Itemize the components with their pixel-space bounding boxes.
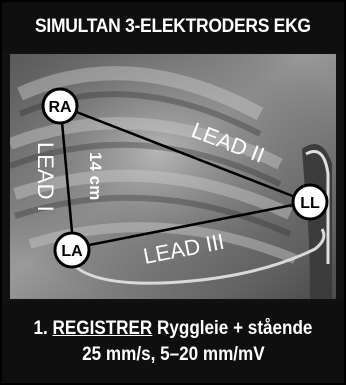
- electrode-ll-label: LL: [300, 195, 320, 212]
- recording-settings: 25 mm/s, 5–20 mm/mV: [82, 342, 265, 368]
- instruction-step: 1. REGISTRER Ryggleie + stående: [34, 316, 313, 342]
- electrode-la: LA: [55, 233, 89, 267]
- chest-photo: LEAD II LEAD III LEAD I 14 cm RA LA LL: [10, 54, 336, 299]
- lead-i-label: LEAD I: [33, 142, 58, 212]
- electrode-ra: RA: [43, 89, 77, 123]
- header-bar: SIMULTAN 3-ELEKTRODERS EKG: [2, 2, 344, 52]
- step-position: Ryggleie + stående: [157, 318, 312, 339]
- distance-label: 14 cm: [86, 152, 105, 200]
- electrode-ll: LL: [293, 185, 327, 219]
- instruction-footer: 1. REGISTRER Ryggleie + stående 25 mm/s,…: [2, 302, 344, 382]
- page-title: SIMULTAN 3-ELEKTRODERS EKG: [35, 16, 311, 38]
- electrode-ra-label: RA: [48, 99, 72, 116]
- electrode-la-label: LA: [61, 243, 83, 260]
- step-action: REGISTRER: [53, 318, 153, 339]
- step-number: 1.: [34, 318, 48, 339]
- electrode-diagram: LEAD II LEAD III LEAD I 14 cm RA LA LL: [10, 54, 336, 299]
